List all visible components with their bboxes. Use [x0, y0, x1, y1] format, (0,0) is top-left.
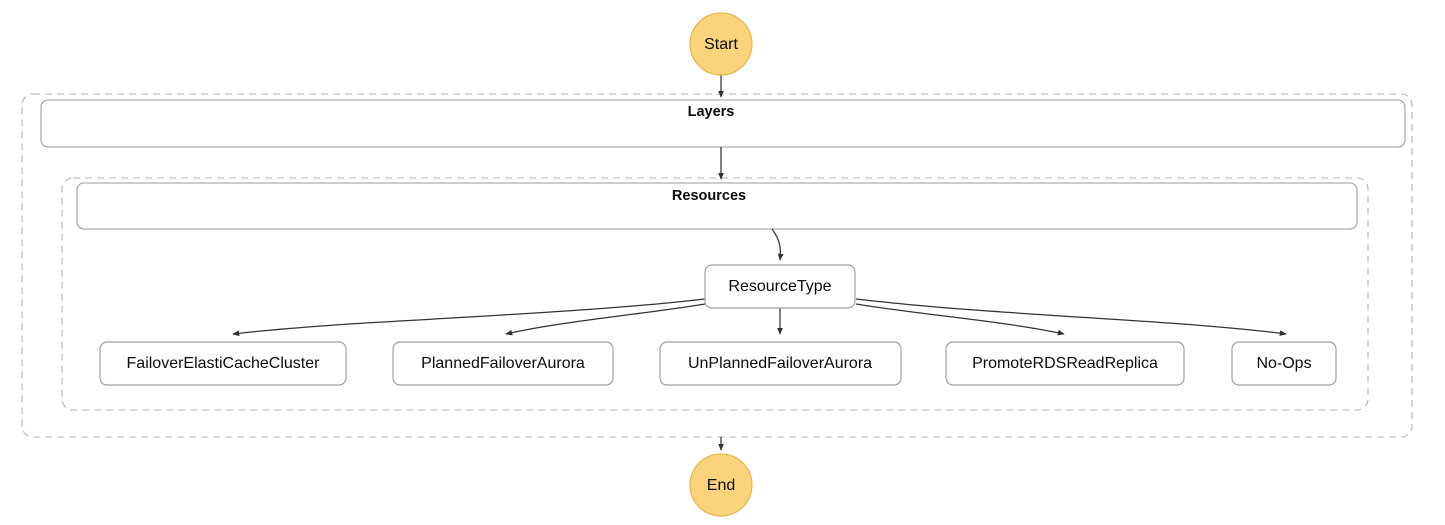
edge-resources-to-resourcetype: [771, 228, 784, 261]
edge-resourcetype-to-planned-failover-aurora: [505, 303, 706, 336]
cluster-layers-header: [40, 99, 1406, 148]
terminal-start-label: Start: [704, 36, 738, 53]
cluster-layers-outline: [21, 93, 1413, 438]
terminal-end-circle[interactable]: [689, 453, 753, 517]
edge-resourcetype-to-promote-rds-read-replica: [855, 303, 1065, 336]
node-failover-elasticache-cluster-label: FailoverElastiCacheCluster: [127, 355, 321, 372]
node-promote-rds-read-replica[interactable]: PromoteRDSReadReplica: [945, 341, 1185, 386]
node-resource-type-label: ResourceType: [728, 278, 831, 295]
terminal-start-circle[interactable]: [689, 12, 753, 76]
node-planned-failover-aurora-label: PlannedFailoverAurora: [421, 355, 585, 372]
cluster-resources-outline: [61, 177, 1369, 411]
edge-resourcetype-to-failover-elasticache-cluster: [232, 298, 706, 337]
node-unplanned-failover-aurora-label: UnPlannedFailoverAurora: [688, 355, 872, 372]
node-failover-elasticache-cluster[interactable]: FailoverElastiCacheCluster: [99, 341, 347, 386]
node-no-ops-label: No-Ops: [1256, 355, 1311, 372]
cluster-resources-header: [76, 182, 1358, 230]
edge-layer: [232, 75, 1287, 451]
node-promote-rds-read-replica-box[interactable]: [945, 341, 1185, 386]
cluster-resources: Resources: [61, 177, 1369, 411]
cluster-layers-label: Layers: [688, 104, 735, 120]
node-unplanned-failover-aurora[interactable]: UnPlannedFailoverAurora: [659, 341, 902, 386]
node-no-ops-box[interactable]: [1231, 341, 1337, 386]
edge-resourcetype-to-no-ops: [855, 298, 1287, 337]
node-planned-failover-aurora[interactable]: PlannedFailoverAurora: [392, 341, 614, 386]
terminal-start[interactable]: Start: [689, 12, 753, 76]
node-no-ops[interactable]: No-Ops: [1231, 341, 1337, 386]
node-planned-failover-aurora-box[interactable]: [392, 341, 614, 386]
node-resource-type-box[interactable]: [704, 264, 856, 309]
node-promote-rds-read-replica-label: PromoteRDSReadReplica: [972, 355, 1158, 372]
cluster-resources-label: Resources: [672, 188, 746, 204]
node-unplanned-failover-aurora-box[interactable]: [659, 341, 902, 386]
terminal-end-label: End: [707, 477, 735, 494]
cluster-layers: Layers: [21, 93, 1413, 438]
terminal-end[interactable]: End: [689, 453, 753, 517]
node-resource-type[interactable]: ResourceType: [704, 264, 856, 309]
node-failover-elasticache-cluster-box[interactable]: [99, 341, 347, 386]
